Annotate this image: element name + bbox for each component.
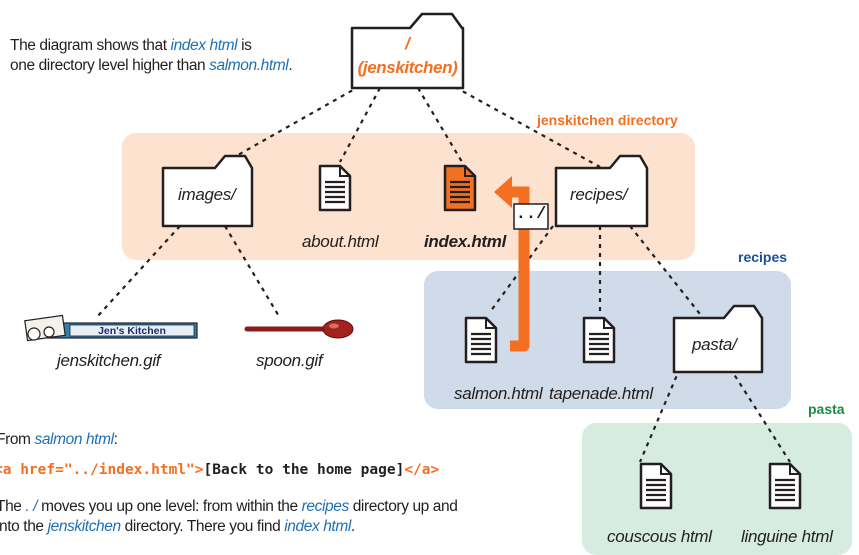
spoon-icon xyxy=(244,319,354,339)
recipes-region-label: recipes xyxy=(738,249,788,265)
code-open-tag: <a href="../index.html"> xyxy=(0,462,204,478)
images-folder-icon xyxy=(161,154,254,228)
root-name-label: (jenskitchen) xyxy=(357,58,458,77)
explanation-line-2: into the jenskitchen directory. There yo… xyxy=(0,517,355,536)
explanation-index-ref: index html xyxy=(284,518,351,535)
explanation-text: . xyxy=(350,518,355,535)
root-folder-icon xyxy=(350,12,465,90)
intro-text: is xyxy=(237,37,252,54)
pasta-region-label: pasta xyxy=(808,401,845,417)
explanation-text: From xyxy=(0,431,31,448)
pasta-folder-icon xyxy=(672,304,764,374)
salmon-file-label: salmon.html xyxy=(454,384,543,403)
images-folder-label: images/ xyxy=(178,185,236,204)
tapenade-file-icon xyxy=(582,316,616,364)
code-close-tag: </a> xyxy=(404,462,440,478)
intro-line-2: one directory level higher than salmon.h… xyxy=(10,56,293,75)
logo-text: Jen's Kitchen xyxy=(98,325,166,337)
intro-text: one directory level higher than xyxy=(10,57,210,74)
tapenade-file-label: tapenade.html xyxy=(549,384,653,403)
pasta-directory-region xyxy=(582,423,852,555)
explanation-text: directory. There you find xyxy=(120,518,285,535)
jenskitchen-logo-icon xyxy=(24,314,198,342)
code-link-text: [Back to the home page] xyxy=(203,462,405,478)
linguine-file-label: linguine html xyxy=(741,527,833,546)
about-file-icon xyxy=(318,164,352,212)
about-file-label: about.html xyxy=(302,232,379,251)
explanation-jenskitchen-ref: jenskitchen xyxy=(47,518,122,535)
index-file-icon xyxy=(443,164,477,212)
intro-index-ref: index html xyxy=(170,37,238,54)
from-line: From salmon html: xyxy=(0,430,118,449)
salmon-file-icon xyxy=(464,316,498,364)
explanation-text: The xyxy=(0,498,22,515)
up-level-arrow xyxy=(494,176,549,352)
pasta-folder-label: pasta/ xyxy=(692,335,737,354)
explanation-recipes-ref: recipes xyxy=(301,498,350,515)
explanation-text: into the xyxy=(0,518,48,535)
intro-text: The diagram shows that xyxy=(10,37,171,54)
couscous-file-icon xyxy=(639,462,673,510)
explanation-text: moves you up one level: from within the xyxy=(37,498,302,515)
explanation-dotdot: . / xyxy=(25,498,38,515)
explanation-text: directory up and xyxy=(348,498,458,515)
intro-text: . xyxy=(288,57,293,74)
from-salmon-ref: salmon html xyxy=(34,431,114,448)
couscous-file-label: couscous html xyxy=(607,527,712,546)
explanation-text: : xyxy=(113,431,118,448)
recipes-folder-label: recipes/ xyxy=(570,185,628,204)
index-file-label: index.html xyxy=(424,232,507,251)
recipes-folder-icon xyxy=(554,154,649,228)
root-slash-label: / xyxy=(405,34,410,53)
path-badge-label: ../ xyxy=(515,205,547,224)
linguine-file-icon xyxy=(768,462,802,510)
intro-salmon-ref: salmon.html xyxy=(209,57,289,74)
jenskitchen-gif-label: jenskitchen.gif xyxy=(57,351,161,370)
jenskitchen-region-label: jenskitchen directory xyxy=(537,112,678,128)
intro-line-1: The diagram shows that index html is xyxy=(10,36,252,55)
code-example: <a href="../index.html">[Back to the hom… xyxy=(0,462,439,478)
spoon-gif-label: spoon.gif xyxy=(256,351,323,370)
explanation-line-1: The . / moves you up one level: from wit… xyxy=(0,497,458,516)
